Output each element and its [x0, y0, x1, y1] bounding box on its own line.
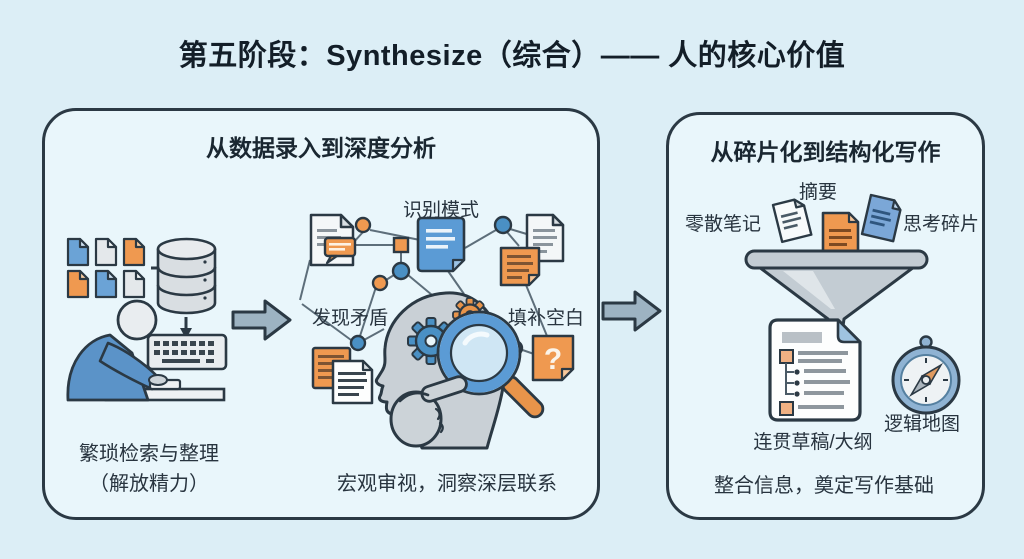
question-mark: ?: [544, 343, 562, 376]
right-panel-title: 从碎片化到结构化写作: [710, 139, 941, 165]
note-icon: [771, 198, 813, 244]
data-entry-caption-line2: （解放精力）: [89, 473, 209, 495]
right-panel: 从碎片化到结构化写作 摘要 零散笔记 思考碎片: [666, 112, 985, 520]
left-panel: 从数据录入到深度分析: [42, 108, 600, 520]
document-icon: [331, 359, 374, 405]
note-icon: [860, 193, 902, 243]
label-find-contradictions: 发现矛盾: [311, 308, 389, 329]
document-icon: [309, 213, 357, 267]
magnifier-icon: [436, 310, 545, 419]
files-icon: [66, 237, 146, 299]
label-fill-gaps: 填补空白: [507, 308, 585, 329]
funnel-illustration: [744, 193, 929, 335]
label-coherent-draft: 连贯草稿/大纲: [753, 432, 873, 453]
draft-illustration: [768, 318, 961, 422]
question-sticky-icon: ?: [531, 334, 575, 382]
arrow-right-icon: [601, 290, 662, 332]
arrow-down-icon: [180, 317, 192, 339]
head-profile-icon: [374, 291, 545, 450]
pointing-hand-icon: [389, 375, 468, 448]
person-typing-icon: [66, 299, 182, 402]
label-thought-fragments: 思考碎片: [902, 214, 980, 235]
speech-bubble-icon: [323, 236, 357, 265]
network-brain-illustration: ?: [299, 213, 575, 450]
label-logic-map: 逻辑地图: [883, 414, 961, 435]
label-identify-patterns: 识别模式: [402, 200, 480, 221]
compass-icon: [891, 335, 961, 415]
outline-document-icon: [768, 318, 862, 422]
keyboard-icon: [146, 333, 228, 371]
label-summary: 摘要: [798, 182, 838, 203]
database-icon: [156, 237, 217, 315]
sticky-note-icon: [499, 246, 541, 287]
label-scattered-notes: 零散笔记: [684, 214, 762, 235]
document-icon: [416, 216, 466, 273]
arrow-right-icon: [231, 299, 292, 341]
right-panel-caption: 整合信息，奠定写作基础: [714, 475, 934, 497]
left-panel-caption: 宏观审视，洞察深层联系: [337, 473, 557, 495]
page-title: 第五阶段：Synthesize（综合）—— 人的核心价值: [178, 40, 846, 72]
left-panel-title: 从数据录入到深度分析: [206, 135, 436, 161]
data-entry-caption-line1: 繁琐检索与整理: [79, 443, 219, 465]
data-entry-illustration: [66, 237, 228, 402]
